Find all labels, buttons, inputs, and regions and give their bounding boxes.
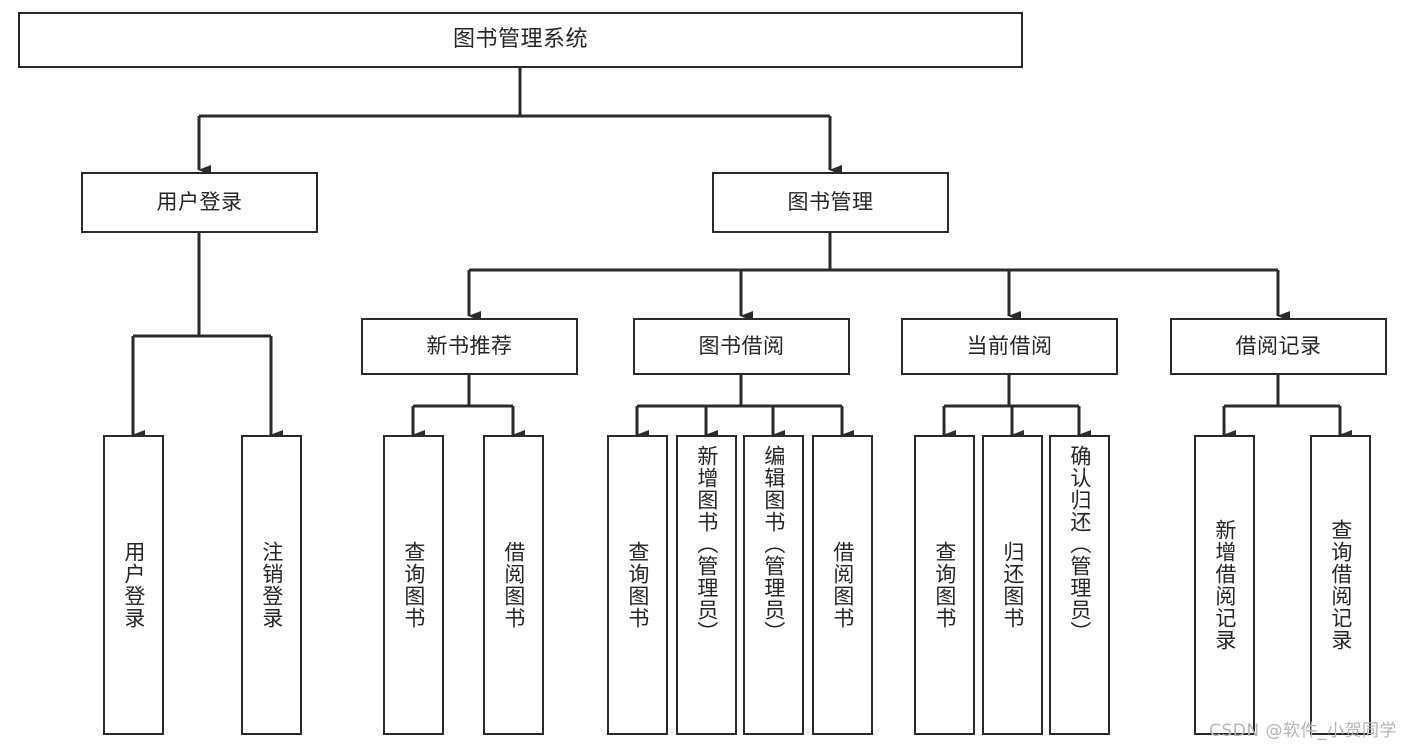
node-leaf-edit-book[interactable]: 编辑图书（管理员） bbox=[743, 435, 804, 735]
node-user-login-label: 用户登录 bbox=[156, 190, 243, 215]
node-new-book-rec-label: 新书推荐 bbox=[426, 334, 513, 359]
node-leaf-logout[interactable]: 注销登录 bbox=[241, 435, 302, 735]
node-new-book-rec[interactable]: 新书推荐 bbox=[361, 318, 578, 375]
node-leaf-confirm-return-label: 确认归还（管理员） bbox=[1067, 445, 1092, 643]
node-leaf-query-book-1-label: 查询图书 bbox=[401, 541, 426, 629]
node-current-borrow[interactable]: 当前借阅 bbox=[901, 318, 1118, 375]
node-root-label: 图书管理系统 bbox=[452, 27, 588, 53]
node-leaf-query-book-2-label: 查询图书 bbox=[625, 541, 650, 629]
node-leaf-return-book[interactable]: 归还图书 bbox=[982, 435, 1043, 735]
node-leaf-add-record[interactable]: 新增借阅记录 bbox=[1194, 435, 1255, 735]
node-leaf-add-record-label: 新增借阅记录 bbox=[1212, 519, 1237, 651]
node-leaf-borrow-book-2[interactable]: 借阅图书 bbox=[812, 435, 873, 735]
node-leaf-query-book-1[interactable]: 查询图书 bbox=[383, 435, 444, 735]
node-leaf-borrow-book-2-label: 借阅图书 bbox=[830, 541, 855, 629]
watermark-text: CSDN @软件_小贺同学 bbox=[1209, 721, 1397, 741]
node-leaf-borrow-book-1[interactable]: 借阅图书 bbox=[483, 435, 544, 735]
node-leaf-query-book-3[interactable]: 查询图书 bbox=[914, 435, 975, 735]
node-leaf-logout-label: 注销登录 bbox=[259, 541, 284, 629]
node-leaf-query-book-3-label: 查询图书 bbox=[932, 541, 957, 629]
node-leaf-return-book-label: 归还图书 bbox=[1000, 541, 1025, 629]
node-leaf-add-book-label: 新增图书（管理员） bbox=[694, 445, 719, 643]
node-leaf-user-login-label: 用户登录 bbox=[121, 541, 146, 629]
node-book-borrow-label: 图书借阅 bbox=[698, 334, 785, 359]
node-book-manage-label: 图书管理 bbox=[787, 190, 874, 215]
node-root[interactable]: 图书管理系统 bbox=[18, 12, 1023, 68]
node-leaf-query-record-label: 查询借阅记录 bbox=[1328, 519, 1353, 651]
node-book-manage[interactable]: 图书管理 bbox=[712, 172, 949, 233]
node-borrow-record[interactable]: 借阅记录 bbox=[1170, 318, 1387, 375]
node-leaf-edit-book-label: 编辑图书（管理员） bbox=[761, 445, 786, 643]
node-leaf-borrow-book-1-label: 借阅图书 bbox=[501, 541, 526, 629]
node-leaf-user-login[interactable]: 用户登录 bbox=[103, 435, 164, 735]
node-leaf-query-book-2[interactable]: 查询图书 bbox=[607, 435, 668, 735]
node-user-login[interactable]: 用户登录 bbox=[81, 172, 318, 233]
node-current-borrow-label: 当前借阅 bbox=[966, 334, 1053, 359]
node-book-borrow[interactable]: 图书借阅 bbox=[633, 318, 850, 375]
node-leaf-confirm-return[interactable]: 确认归还（管理员） bbox=[1049, 435, 1110, 735]
node-leaf-query-record[interactable]: 查询借阅记录 bbox=[1310, 435, 1371, 735]
node-borrow-record-label: 借阅记录 bbox=[1235, 334, 1322, 359]
node-leaf-add-book[interactable]: 新增图书（管理员） bbox=[676, 435, 737, 735]
